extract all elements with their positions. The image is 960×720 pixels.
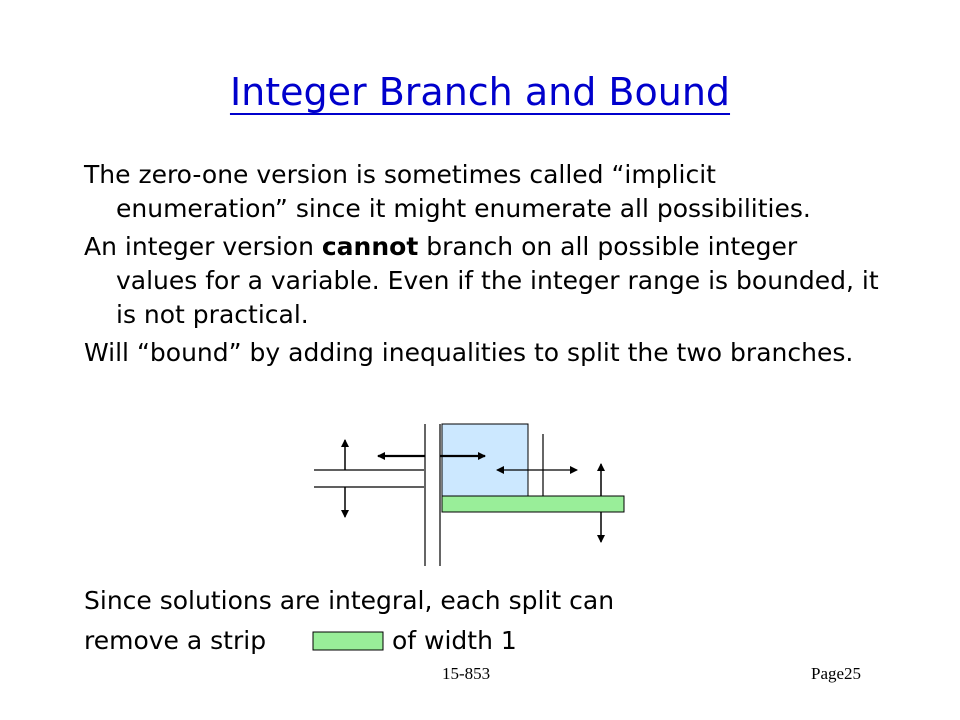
slide-title: Integer Branch and Bound: [229, 70, 731, 114]
body-text: The zero-one version is sometimes called…: [84, 158, 884, 374]
paragraph-3: Will “bound” by adding inequalities to s…: [84, 336, 884, 370]
closing-line-2-end: of width 1: [392, 626, 517, 655]
closing-line-1: Since solutions are integral, each split…: [84, 586, 615, 615]
removed-strip: [441, 495, 625, 513]
closing-line-2-start: remove a strip: [84, 626, 267, 655]
paragraph-3-text: Will “bound” by adding inequalities to s…: [84, 338, 854, 367]
feasible-region: [441, 423, 529, 497]
paragraph-1: The zero-one version is sometimes called…: [84, 158, 884, 226]
paragraph-2-bold-word: cannot: [321, 232, 419, 261]
strip-legend-swatch: [312, 631, 384, 651]
paragraph-2-text-start: An integer version: [84, 232, 322, 261]
paragraph-2-text-end: branch on all possible integer values fo…: [116, 232, 879, 329]
paragraph-1-text: The zero-one version is sometimes called…: [84, 160, 811, 223]
footer-course: 15-853: [442, 664, 491, 683]
paragraph-2: An integer version cannot branch on all …: [84, 230, 884, 332]
footer-page-number: Page25: [811, 664, 862, 683]
